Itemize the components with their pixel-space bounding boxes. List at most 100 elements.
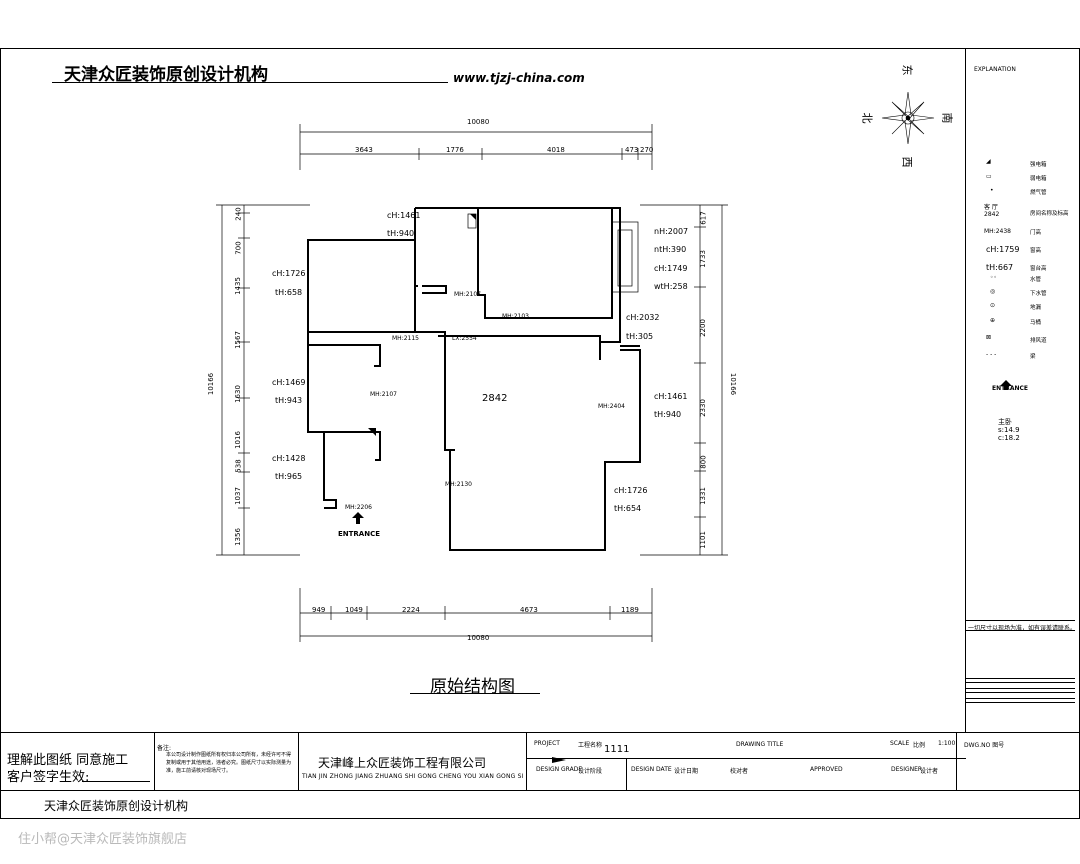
room-label: cH:1461 [654,392,688,401]
dim-top-seg-1: 3643 [355,146,373,154]
legend-label: 下水管 [1030,291,1047,297]
legend-dimension-note: 一切尺寸以现场为准，如有误差请联系。 [968,625,1077,632]
legend-label: 燃气管 [1030,190,1047,196]
title-block-divider [298,732,299,790]
legend-label: 房间名称及标高 [1030,211,1069,217]
legend-room-note: 主卧 [998,418,1012,426]
dim-top-seg-3: 4018 [547,146,565,154]
legend-border [965,48,966,732]
designer-cn: 设计者 [920,768,939,775]
company-name: 天津峰上众匠装饰工程有限公司 [318,756,487,770]
legend-label: 强电箱 [1030,162,1047,168]
scale-label: SCALE [890,740,910,747]
scale-value: 1:100 [938,740,956,747]
legend-label: 水管 [1030,277,1042,283]
approved-label: APPROVED [810,766,843,773]
door-mark: MH:2130 [445,481,472,488]
notes-body: 本公司设计制作图纸所有权归本公司所有，未经许可不得复制或用于其他用途，违者必究。… [166,752,292,774]
room-label: cH:1726 [272,269,306,278]
dim-bottom-seg-5: 1189 [621,606,639,614]
door-mark: LX:2554 [452,335,477,342]
scale-label-cn: 比例 [913,742,926,749]
dim-left-seg-9: 1356 [233,528,242,546]
compass-north: 北 [860,112,874,124]
room-label: tH:940 [654,410,682,419]
legend-symbol: ◎ [990,288,996,295]
dim-left-seg-8: 1037 [233,487,242,505]
design-date-cn: 设计日期 [674,768,699,775]
door-mark: MH:2404 [598,403,625,410]
dim-left-seg-3: 1435 [233,277,242,295]
legend-room-c: c:18.2 [998,434,1020,442]
legend-label: 窗台高 [1030,266,1047,272]
drawing-title-underline [410,693,540,694]
project-label-cn: 工程名称 [578,742,603,749]
dim-top-seg-5: 270 [640,146,654,154]
dim-bottom-seg-3: 2224 [402,606,420,614]
org-title: 天津众匠装饰原创设计机构 [64,65,268,85]
legend-label: 地漏 [1030,305,1042,311]
room-label: ntH:390 [654,245,687,254]
door-mark: MH:2103 [502,313,529,320]
dim-right-total: 10166 [729,372,738,396]
compass-west: 西 [900,156,914,168]
sign-line-1: 理解此图纸 同意施工 [7,753,129,768]
room-label: tH:305 [626,332,654,341]
legend-list: ◢ 强电箱 ▭ 弱电箱 • 燃气管 客 厅 2842 房间名称及标高 MH:24… [972,156,1072,416]
dim-left-total: 10166 [207,372,216,396]
dim-left-seg-5: 1630 [233,385,242,403]
room-label: cH:1461 [387,211,421,220]
door-mark: MH:2115 [392,335,419,342]
legend-label: 马桶 [1030,320,1042,326]
reviewer-cn: 校对者 [730,768,749,775]
room-label: tH:654 [614,504,642,513]
room-label: wtH:258 [654,282,688,291]
room-label: cH:2032 [626,313,660,322]
door-mark: MH:2206 [345,504,372,511]
door-mark: MH:2107 [454,291,481,298]
legend-symbol: tH:667 [986,263,1014,272]
center-height: 2842 [482,393,508,404]
dim-right-seg-2: 1733 [698,250,707,268]
signature-line[interactable] [82,781,150,782]
room-label: tH:943 [275,396,303,405]
compass-south: 南 [940,112,954,124]
legend-entrance-arrow-icon [1000,375,1012,390]
dim-left-seg-7: 538 [234,459,243,473]
legend-symbol: cH:1759 [986,245,1020,254]
legend-symbol: ◢ [986,158,991,165]
title-block-top [0,732,1080,733]
dim-right-seg-1: 617 [699,211,708,225]
room-label: tH:658 [275,288,303,297]
room-label: cH:1469 [272,378,306,387]
legend-symbol: 客 厅 2842 [984,204,1000,218]
dim-right-seg-5: 800 [699,455,708,469]
legend-entrance-label: ENTRANCE [992,385,1028,392]
legend-room-s: s:14.9 [998,426,1020,434]
drawing-title-label: DRAWING TITLE [736,741,784,748]
dim-left-seg-6: 1016 [233,431,242,449]
notes-title: 备注: [157,745,172,752]
dim-left-seg-1: 240 [234,207,243,221]
header-underline [52,82,448,83]
room-label: nH:2007 [654,227,689,236]
compass-rose: 东 南 西 北 [860,62,954,172]
legend-label: 窗高 [1030,248,1042,254]
legend-symbol: ◦◦ [990,274,998,281]
legend-symbol: ⊠ [986,334,992,341]
website-link[interactable]: www.tjzj-china.com [453,71,585,85]
legend-symbol: ▭ [986,173,992,180]
room-label: tH:940 [387,229,415,238]
sign-line-2: 客户签字生效: [7,770,90,785]
legend-symbol: - - - [986,351,997,358]
legend-rule [965,688,1075,693]
dim-right-seg-3: 2200 [698,319,707,337]
watermark: 住小帮@天津众匠装饰旗舰店 [18,832,188,847]
entrance-label: ENTRANCE [338,530,380,538]
legend-title: EXPLANATION [974,66,1016,73]
dim-bottom-seg-4: 4673 [520,606,538,614]
project-label: PROJECT [534,740,560,747]
room-label: cH:1726 [614,486,648,495]
legend-label: 梁 [1030,354,1036,360]
designer-label: DESIGNER [891,766,923,773]
